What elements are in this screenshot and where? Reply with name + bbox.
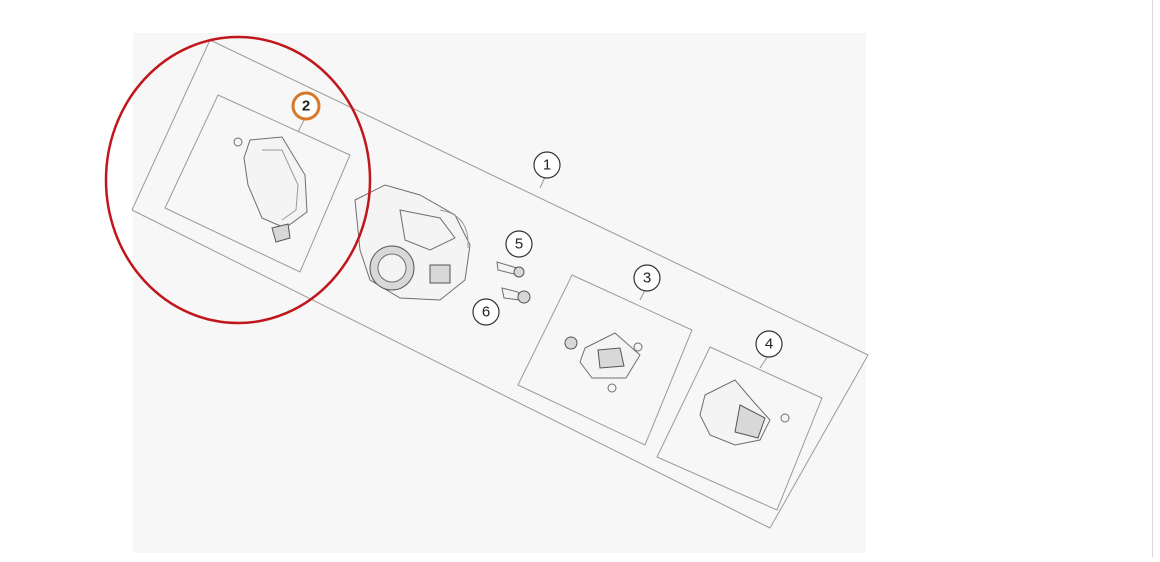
part-throttle-body[interactable] xyxy=(354,184,471,301)
part-valve-6[interactable] xyxy=(501,287,531,304)
svg-text:4: 4 xyxy=(765,336,773,353)
callout-4[interactable]: 4 xyxy=(755,330,783,358)
svg-text:1: 1 xyxy=(543,157,551,174)
callout-6[interactable]: 6 xyxy=(472,298,500,326)
inset-box-4 xyxy=(656,346,823,511)
leader-line-4 xyxy=(759,355,769,369)
part-screw-5[interactable] xyxy=(496,261,525,278)
part-cover-plate[interactable] xyxy=(233,136,308,243)
viewer-right-border xyxy=(1152,0,1153,557)
leader-line-3 xyxy=(639,289,646,301)
inset-box-3 xyxy=(517,274,693,446)
inset-box-2 xyxy=(164,94,351,273)
svg-text:2: 2 xyxy=(302,98,310,115)
part-sensor-housing-4[interactable] xyxy=(699,379,790,446)
part-sensor-3[interactable] xyxy=(564,332,643,393)
leader-line-1 xyxy=(539,176,546,189)
svg-text:6: 6 xyxy=(482,304,490,321)
svg-text:5: 5 xyxy=(515,236,523,253)
svg-text:3: 3 xyxy=(643,270,651,287)
callout-1[interactable]: 1 xyxy=(533,151,561,179)
highlight-circle xyxy=(104,35,372,325)
callout-3[interactable]: 3 xyxy=(633,264,661,292)
assembly-outline xyxy=(131,39,869,529)
callout-5[interactable]: 5 xyxy=(505,230,533,258)
diagram-background xyxy=(133,33,866,553)
callout-2[interactable]: 2 xyxy=(291,91,321,121)
